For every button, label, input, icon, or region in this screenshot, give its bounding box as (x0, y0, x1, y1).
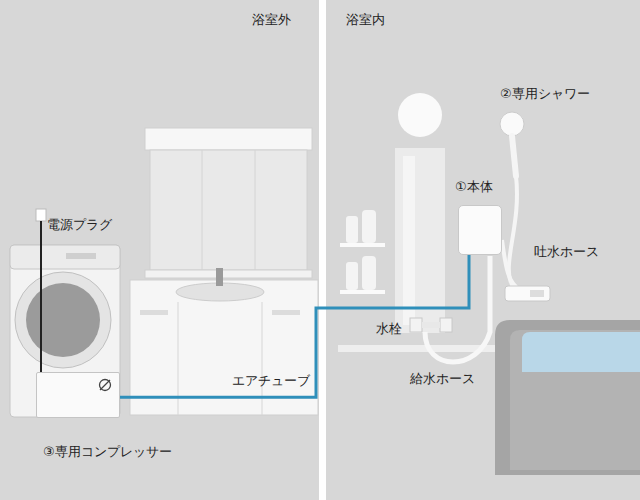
room-region: 浴室外 ③専用コンプレッサー (0, 0, 319, 500)
outside-wall (0, 0, 319, 500)
valve-symbol (97, 377, 113, 393)
main-unit-box: ①本体 (458, 205, 502, 255)
edge-label: エアチューブ (232, 373, 310, 389)
part-label: 電源プラグ (47, 217, 112, 233)
region-title: 浴室内 (346, 12, 385, 28)
shower (500, 112, 550, 301)
part-label: 給水ホース (410, 371, 475, 387)
inside-wall (326, 0, 640, 500)
part-label: 水栓 (376, 321, 402, 337)
bathroom-mirror (395, 93, 445, 333)
region-title: 浴室外 (252, 12, 291, 28)
washing-machine (10, 245, 120, 417)
faucet (410, 318, 452, 332)
power-plug (36, 209, 46, 372)
part-label: ②専用シャワー (500, 86, 590, 102)
part-label: 吐水ホース (534, 244, 599, 260)
bathtub (495, 320, 640, 475)
vanity (130, 128, 318, 415)
compressor-box: ③専用コンプレッサー (36, 372, 120, 418)
unit-label: ③専用コンプレッサー (43, 444, 172, 460)
wall-rim (338, 345, 498, 352)
bottle-shelf (340, 210, 385, 294)
unit-label: ①本体 (455, 179, 493, 195)
